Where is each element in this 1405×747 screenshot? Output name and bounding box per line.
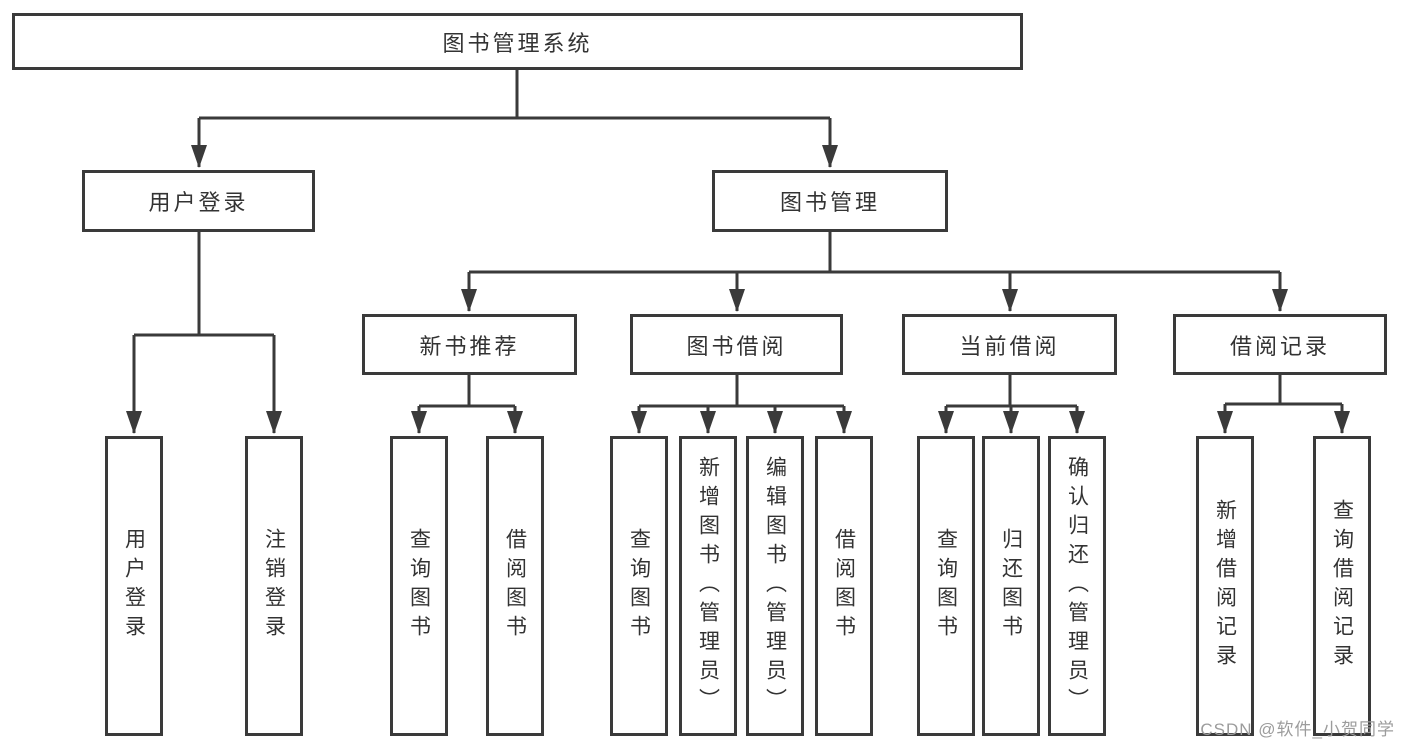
node-library-management-system: 图书管理系统 <box>12 13 1023 70</box>
node-label: 借阅记录 <box>1229 333 1330 359</box>
node-label: 图书管理 <box>779 190 880 215</box>
node-borrowing-records: 借阅记录 <box>1173 314 1387 375</box>
node-label: 用户登录 <box>148 190 249 215</box>
node-label: 新书推荐 <box>419 333 520 359</box>
leaf-edit-books-admin: 编辑图书（管理员） <box>746 436 804 736</box>
csdn-watermark: CSDN @软件_小贺同学 <box>1200 720 1395 739</box>
leaf-borrow-books-recommend: 借阅图书 <box>486 436 544 736</box>
node-book-borrowing: 图书借阅 <box>630 314 843 375</box>
node-current-borrowing: 当前借阅 <box>902 314 1117 375</box>
leaf-confirm-return-admin: 确认归还（管理员） <box>1048 436 1106 736</box>
leaf-label: 归还图书 <box>999 528 1023 644</box>
leaf-label: 确认归还（管理员） <box>1065 455 1089 717</box>
leaf-label: 查询图书 <box>407 528 431 644</box>
node-book-management: 图书管理 <box>712 170 948 232</box>
node-label: 图书借阅 <box>686 333 787 359</box>
leaf-user-login: 用户登录 <box>105 436 163 736</box>
leaf-add-borrowing-record: 新增借阅记录 <box>1196 436 1254 736</box>
leaf-label: 用户登录 <box>122 528 146 644</box>
leaf-label: 查询图书 <box>934 528 958 644</box>
leaf-label: 新增借阅记录 <box>1213 499 1237 673</box>
leaf-label: 借阅图书 <box>832 528 856 644</box>
leaf-query-books-current: 查询图书 <box>917 436 975 736</box>
node-new-book-recommendation: 新书推荐 <box>362 314 577 375</box>
leaf-query-borrowing-record: 查询借阅记录 <box>1313 436 1371 736</box>
leaf-label: 新增图书（管理员） <box>696 455 720 717</box>
leaf-return-books: 归还图书 <box>982 436 1040 736</box>
node-user-login: 用户登录 <box>82 170 315 232</box>
leaf-label: 查询借阅记录 <box>1330 499 1354 673</box>
leaf-label: 注销登录 <box>262 528 286 644</box>
leaf-add-books-admin: 新增图书（管理员） <box>679 436 737 736</box>
leaf-label: 查询图书 <box>627 528 651 644</box>
node-label: 当前借阅 <box>959 333 1060 359</box>
leaf-borrow-books: 借阅图书 <box>815 436 873 736</box>
leaf-label: 编辑图书（管理员） <box>763 455 787 717</box>
node-label: 图书管理系统 <box>442 30 593 56</box>
leaf-label: 借阅图书 <box>503 528 527 644</box>
leaf-query-books-recommend: 查询图书 <box>390 436 448 736</box>
leaf-logout: 注销登录 <box>245 436 303 736</box>
leaf-query-books-borrow: 查询图书 <box>610 436 668 736</box>
